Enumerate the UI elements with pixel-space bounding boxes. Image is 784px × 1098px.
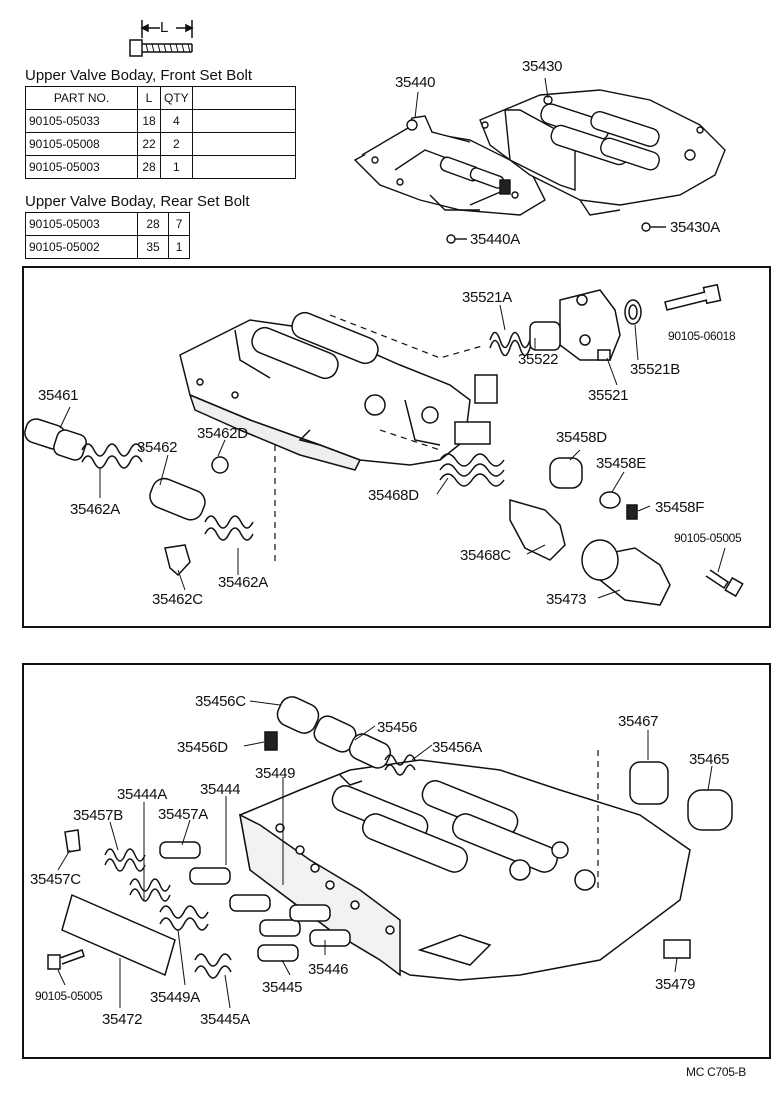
middle-valve-body xyxy=(179,311,471,471)
table-row: 90105-05003 28 1 xyxy=(25,155,297,179)
part-number-cell: 90105-05008 xyxy=(25,132,138,156)
header-part-no: PART NO. xyxy=(25,86,138,110)
part-label-90105-06018: 90105-06018 xyxy=(668,329,736,343)
upper-valve-body-rear xyxy=(479,89,726,216)
steel-ball-icons xyxy=(446,222,666,244)
header-length: L xyxy=(137,86,161,110)
part-label-35468C: 35468C xyxy=(460,547,511,564)
part-label-35444: 35444 xyxy=(200,781,241,798)
part-label-35462A-upper: 35462A xyxy=(70,501,120,518)
part-label-35473: 35473 xyxy=(546,591,587,608)
part-label-35462C: 35462C xyxy=(152,591,203,608)
table-row: 90105-05002 35 1 xyxy=(25,235,190,259)
part-label-35457B: 35457B xyxy=(73,807,123,824)
upper-valve-body-front xyxy=(353,115,546,216)
qty-cell: 1 xyxy=(160,155,193,179)
part-number-cell: 90105-05033 xyxy=(25,109,138,133)
table-row: 90105-05003 28 7 xyxy=(25,212,190,236)
length-cell: 28 xyxy=(137,155,161,179)
length-cell: 18 xyxy=(137,109,161,133)
part-label-35458D: 35458D xyxy=(556,429,607,446)
part-label-35472: 35472 xyxy=(102,1011,143,1028)
part-label-35467: 35467 xyxy=(618,713,659,730)
bolt-length-label: L xyxy=(160,19,169,36)
part-label-35456: 35456 xyxy=(377,719,418,736)
part-label-35521B: 35521B xyxy=(630,361,680,378)
part-label-35446: 35446 xyxy=(308,961,349,978)
middle-section-frame xyxy=(22,266,771,628)
qty-cell: 2 xyxy=(160,132,193,156)
part-label-35456D: 35456D xyxy=(177,739,228,756)
part-label-35521: 35521 xyxy=(588,387,629,404)
rear-set-bolt-title: Upper Valve Boday, Rear Set Bolt xyxy=(25,193,250,210)
bolt-dimension-icon xyxy=(129,20,194,57)
lower-valve-parts xyxy=(47,696,733,979)
part-label-35465: 35465 xyxy=(689,751,730,768)
length-cell: 35 xyxy=(136,235,170,259)
part-label-35457C: 35457C xyxy=(30,871,81,888)
length-cell: 28 xyxy=(136,212,170,236)
qty-cell: 4 xyxy=(160,109,193,133)
part-label-35449A: 35449A xyxy=(150,989,200,1006)
header-qty: QTY xyxy=(160,86,193,110)
part-label-35430A: 35430A xyxy=(670,219,720,236)
middle-left-parts xyxy=(24,418,254,577)
part-label-35440A: 35440A xyxy=(470,231,520,248)
part-label-35430: 35430 xyxy=(522,58,563,75)
part-label-35444A: 35444A xyxy=(117,786,167,803)
qty-cell: 1 xyxy=(168,235,190,259)
part-number-cell: 90105-05003 xyxy=(25,212,138,236)
part-label-90105-05005-middle: 90105-05005 xyxy=(674,531,742,545)
blank-cell xyxy=(191,109,297,133)
blank-cell xyxy=(191,155,297,179)
table-row: 90105-05033 18 4 xyxy=(25,109,297,133)
part-label-35449: 35449 xyxy=(255,765,296,782)
part-label-35479: 35479 xyxy=(655,976,696,993)
length-cell: 22 xyxy=(137,132,161,156)
part-label-35456A: 35456A xyxy=(432,739,482,756)
blank-cell xyxy=(191,132,297,156)
front-set-bolt-title: Upper Valve Boday, Front Set Bolt xyxy=(25,67,253,84)
rear-set-bolt-table: 90105-05003 28 7 90105-05002 35 1 xyxy=(25,212,190,259)
header-blank xyxy=(191,86,297,110)
qty-cell: 7 xyxy=(168,212,190,236)
table-header-row: PART NO. L QTY xyxy=(25,86,297,110)
part-number-cell: 90105-05003 xyxy=(25,155,138,179)
figure-code: MC C705-B xyxy=(686,1065,746,1079)
part-number-cell: 90105-05002 xyxy=(25,235,138,259)
part-label-35445: 35445 xyxy=(262,979,303,996)
part-label-90105-05005-bottom: 90105-05005 xyxy=(35,989,103,1003)
part-label-35462A-lower: 35462A xyxy=(218,574,268,591)
table-row: 90105-05008 22 2 xyxy=(25,132,297,156)
bottom-section-frame xyxy=(22,663,771,1059)
part-label-35462D: 35462D xyxy=(197,425,248,442)
lower-valve-body xyxy=(238,759,691,981)
part-label-35457A: 35457A xyxy=(158,806,208,823)
part-label-35458F: 35458F xyxy=(655,499,705,516)
part-label-35461: 35461 xyxy=(38,387,79,404)
part-label-35440: 35440 xyxy=(395,74,436,91)
part-label-35522: 35522 xyxy=(518,351,559,368)
part-label-35456C: 35456C xyxy=(195,693,246,710)
part-label-35458E: 35458E xyxy=(596,455,646,472)
part-label-35445A: 35445A xyxy=(200,1011,250,1028)
part-label-35462: 35462 xyxy=(137,439,178,456)
part-label-35521A: 35521A xyxy=(462,289,512,306)
part-label-35468D: 35468D xyxy=(368,487,419,504)
front-set-bolt-table: PART NO. L QTY 90105-05033 18 4 90105-05… xyxy=(25,86,297,179)
